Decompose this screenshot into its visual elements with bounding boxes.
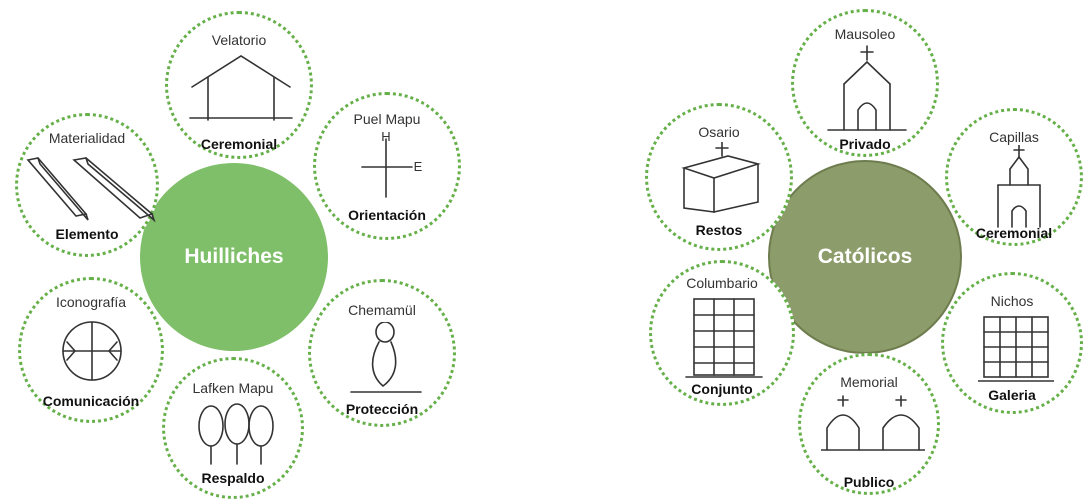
center-catolicos: Católicos [768, 160, 962, 354]
node-label: Conjunto [691, 381, 753, 397]
arched-tombs-icon [821, 394, 925, 452]
node-label: Elemento [55, 226, 119, 242]
node-label: Respaldo [201, 470, 265, 486]
node-title: Iconografía [55, 294, 127, 310]
node-memorial: Memorial Publico [798, 353, 940, 495]
node-title: Capillas [989, 129, 1039, 145]
node-label: Comunicación [42, 393, 140, 409]
node-title: Velatorio [211, 32, 267, 48]
house-sketch-icon [186, 52, 296, 122]
center-label: Huilliches [184, 245, 284, 268]
node-osario: Osario Restos [645, 103, 793, 251]
node-label: Protección [345, 401, 419, 417]
chapel-sketch-icon [984, 145, 1054, 229]
east-mark: E [413, 159, 423, 174]
wood-planks-icon [24, 154, 156, 224]
node-label: Galeria [988, 387, 1036, 403]
node-nichos: Nichos Galeria [941, 272, 1083, 414]
node-title: Chemamül [348, 302, 416, 318]
north-mark: H [381, 129, 391, 144]
node-label: Restos [695, 222, 743, 238]
node-materialidad: Materialidad Elemento [15, 113, 159, 257]
ossuary-box-icon [678, 142, 766, 214]
node-label: Privado [839, 136, 891, 152]
node-label: Orientación [348, 207, 426, 223]
node-chemamul: Chemamül Protección [308, 279, 456, 427]
compass-cross-icon [356, 131, 426, 201]
node-title: Columbario [686, 275, 758, 291]
circle-cross-symbol-icon [57, 318, 127, 388]
node-iconografia: Iconografía Comunicación [18, 277, 164, 423]
node-title: Memorial [840, 374, 898, 390]
node-label: Publico [843, 474, 895, 490]
node-capillas: Capillas Ceremonial [945, 108, 1083, 246]
node-title: Materialidad [48, 130, 126, 146]
carved-figure-icon [345, 322, 425, 396]
mausoleum-sketch-icon [824, 44, 910, 136]
center-huilliches: Huilliches [140, 163, 328, 351]
niche-grid-icon [978, 313, 1054, 385]
node-title: Nichos [990, 293, 1034, 309]
node-title: Mausoleo [834, 26, 896, 42]
node-title: Osario [698, 124, 740, 140]
node-title: Lafken Mapu [192, 380, 274, 396]
node-title: Puel Mapu [353, 111, 421, 127]
node-mausoleo: Mausoleo Privado [791, 9, 939, 157]
trees-sketch-icon [195, 402, 279, 466]
columbarium-icon [684, 295, 764, 381]
node-columbario: Columbario Conjunto [649, 260, 795, 406]
node-puel-mapu: Puel Mapu H E Orientación [313, 92, 461, 240]
node-lafken-mapu: Lafken Mapu Respaldo [162, 357, 304, 499]
center-label: Católicos [817, 245, 913, 268]
node-label: Ceremonial [975, 225, 1053, 241]
node-velatorio: Velatorio Ceremonial [165, 11, 313, 159]
node-label: Ceremonial [200, 136, 278, 152]
